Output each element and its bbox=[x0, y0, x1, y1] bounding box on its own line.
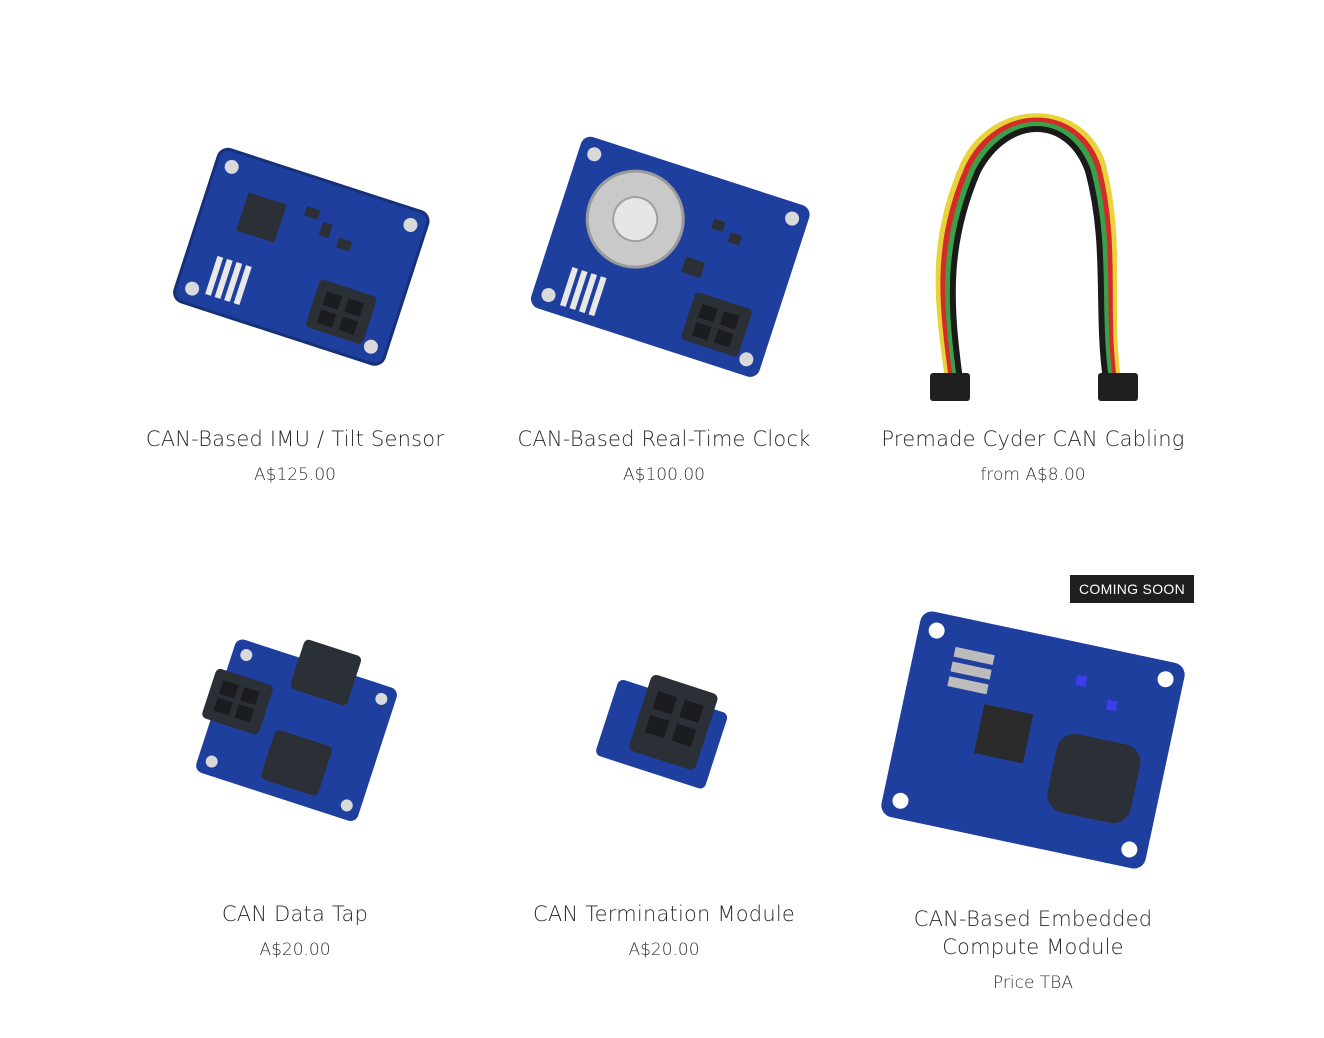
product-image-termination[interactable] bbox=[499, 570, 829, 900]
product-image-cabling[interactable] bbox=[868, 95, 1198, 425]
product-card-compute[interactable]: COMING SOON CAN-Based Embedded Compute M… bbox=[868, 575, 1198, 993]
product-image-compute[interactable]: COMING SOON bbox=[868, 575, 1198, 905]
product-card-data-tap[interactable]: CAN Data Tap A$20.00 bbox=[130, 570, 460, 960]
termination-module-icon bbox=[596, 674, 728, 789]
product-title[interactable]: CAN Data Tap bbox=[221, 902, 369, 926]
rtc-board-icon bbox=[530, 136, 810, 377]
compute-module-icon bbox=[881, 611, 1185, 869]
product-price: from A$8.00 bbox=[980, 465, 1086, 485]
product-title[interactable]: CAN-Based IMU / Tilt Sensor bbox=[145, 427, 445, 451]
product-image-imu[interactable] bbox=[130, 95, 460, 425]
product-price: A$100.00 bbox=[623, 465, 705, 485]
product-card-rtc[interactable]: CAN-Based Real-Time Clock A$100.00 bbox=[499, 95, 829, 485]
cable-icon bbox=[930, 113, 1138, 401]
product-image-rtc[interactable] bbox=[499, 95, 829, 425]
product-title[interactable]: Premade Cyder CAN Cabling bbox=[881, 427, 1185, 451]
product-price: A$125.00 bbox=[254, 465, 336, 485]
product-card-cabling[interactable]: Premade Cyder CAN Cabling from A$8.00 bbox=[868, 95, 1198, 485]
product-price: Price TBA bbox=[992, 973, 1074, 993]
coming-soon-badge: COMING SOON bbox=[1070, 575, 1194, 603]
product-image-data-tap[interactable] bbox=[130, 570, 460, 900]
data-tap-icon bbox=[196, 639, 397, 822]
product-card-imu[interactable]: CAN-Based IMU / Tilt Sensor A$125.00 bbox=[130, 95, 460, 485]
product-title[interactable]: CAN-Based Embedded Compute Module bbox=[913, 907, 1153, 959]
product-title[interactable]: CAN-Based Real-Time Clock bbox=[517, 427, 811, 451]
product-title[interactable]: CAN Termination Module bbox=[533, 902, 795, 926]
imu-board-icon bbox=[173, 147, 430, 366]
product-card-termination[interactable]: CAN Termination Module A$20.00 bbox=[499, 570, 829, 960]
product-price: A$20.00 bbox=[259, 940, 331, 960]
product-price: A$20.00 bbox=[628, 940, 700, 960]
